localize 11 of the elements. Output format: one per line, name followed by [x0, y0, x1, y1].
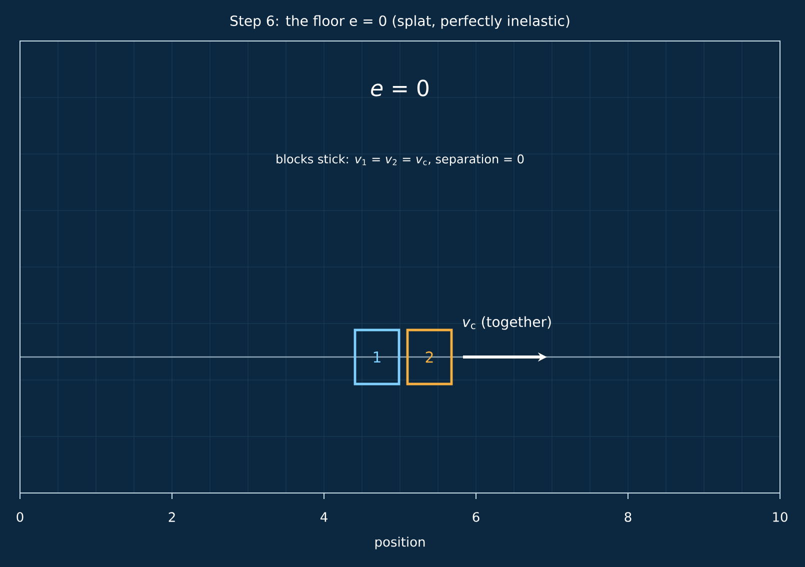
tick-label: 2	[168, 512, 175, 522]
axis-label: position	[375, 536, 425, 550]
tick-label: 6	[472, 512, 480, 522]
tick-label: 8	[624, 512, 632, 522]
title: Step 6: the floor e = 0 (splat, perfectly inelastic)	[230, 15, 570, 29]
tick-label: 0	[16, 512, 24, 522]
formula-label: e = 0	[371, 80, 428, 96]
note: blocks stick: v$_{1}$ = v$_{2}$ = v$_{c}$, separation = 0	[276, 154, 524, 166]
tick-label: 4	[320, 512, 328, 522]
velocity-label: v$_{c}$ (together)	[463, 316, 551, 330]
tick-label: 10	[773, 512, 788, 522]
